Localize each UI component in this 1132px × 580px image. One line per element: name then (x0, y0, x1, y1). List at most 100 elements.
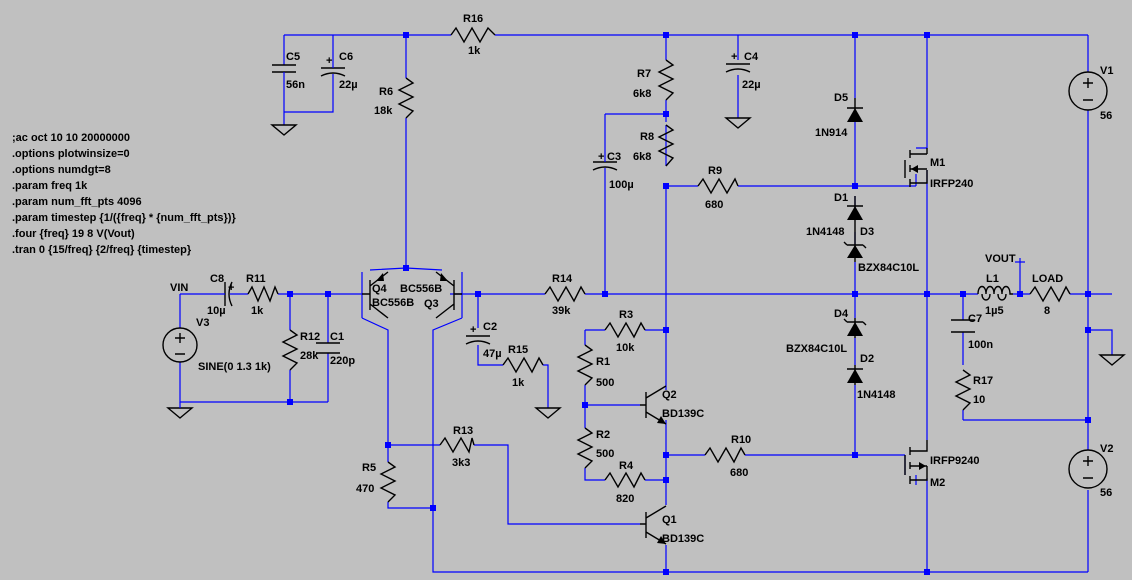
c7-name: C7 (968, 313, 982, 325)
directive-line: .options plotwinsize=0 (12, 148, 130, 160)
voltage-source-v3[interactable]: V3 SINE(0 1.3 1k) (162, 317, 271, 373)
r12-name: R12 (300, 331, 320, 343)
c2-value: 47µ (483, 348, 502, 360)
l1-name: L1 (986, 273, 999, 285)
resistor-r13[interactable]: R13 3k3 (439, 425, 475, 469)
directive-line: .param num_fft_pts 4096 (12, 196, 142, 208)
r13-value: 3k3 (452, 457, 470, 469)
r11-value: 1k (251, 305, 264, 317)
capacitor-c7[interactable]: C7 100n (951, 313, 993, 351)
directive-line: ;ac oct 10 10 20000000 (12, 132, 130, 144)
transistor-q4[interactable]: Q4 BC556B (362, 271, 414, 319)
resistor-r7[interactable]: R7 6k8 (633, 59, 675, 101)
resistor-r9[interactable]: R9 680 (697, 165, 739, 211)
r12-value: 28k (300, 350, 319, 362)
resistor-r14[interactable]: R14 39k (544, 273, 586, 317)
capacitor-c2[interactable]: + C2 47µ (465, 321, 502, 360)
resistor-r5[interactable]: R5 470 (356, 461, 397, 503)
resistor-r16[interactable]: R16 1k (450, 13, 496, 57)
v2-value: 56 (1100, 487, 1112, 499)
resistor-r12[interactable]: R12 28k (281, 329, 320, 371)
resistor-r3[interactable]: R3 10k (604, 309, 646, 354)
d5-name: D5 (834, 92, 848, 104)
voltage-source-v1[interactable]: V1 56 (1068, 65, 1113, 122)
q4-value: BC556B (372, 297, 414, 309)
diode-d1[interactable]: D1 (834, 192, 863, 232)
d5-value: 1N914 (815, 127, 848, 139)
resistor-r6[interactable]: R6 18k (374, 77, 415, 119)
mosfet-m2[interactable]: IRFP9240 M2 (904, 440, 980, 489)
wires (179, 34, 1113, 573)
c4-plus-sign: + (731, 51, 737, 63)
resistor-r1[interactable]: R1 500 (576, 344, 614, 389)
r15-name: R15 (508, 344, 528, 356)
m1-name: M1 (930, 157, 945, 169)
diode-d3[interactable]: 1N4148 D3 BZX84C10L (806, 226, 919, 274)
r1-name: R1 (596, 356, 610, 368)
voltage-source-v2[interactable]: V2 56 (1068, 443, 1113, 499)
ground-icon (534, 407, 562, 419)
mosfet-m1[interactable]: M1 IRFP240 (904, 148, 973, 190)
diode-d5[interactable]: D5 1N914 (815, 92, 863, 139)
r16-name: R16 (463, 13, 483, 25)
spice-directives: ;ac oct 10 10 20000000 .options plotwins… (12, 132, 236, 256)
capacitor-c6[interactable]: + C6 22µ (320, 51, 358, 91)
r14-name: R14 (552, 273, 573, 285)
capacitor-c4[interactable]: + C4 22µ (725, 51, 761, 91)
r5-name: R5 (362, 462, 376, 474)
resistor-r10[interactable]: R10 680 (704, 434, 751, 479)
capacitor-c3[interactable]: + C3 100µ (592, 151, 634, 191)
diode-d2[interactable]: D2 1N4148 (847, 353, 896, 401)
r17-name: R17 (973, 375, 993, 387)
r3-name: R3 (619, 309, 633, 321)
diode-d4[interactable]: D4 BZX84C10L (786, 308, 867, 355)
resistor-load[interactable]: LOAD 8 (1029, 273, 1071, 317)
v2-name: V2 (1100, 443, 1113, 455)
r3-value: 10k (616, 342, 635, 354)
r7-name: R7 (637, 68, 651, 80)
c3-name: C3 (607, 151, 621, 163)
c8-plus-sign: + (228, 282, 234, 294)
capacitor-c1[interactable]: C1 220p (316, 331, 355, 367)
r10-name: R10 (731, 434, 751, 446)
r16-value: 1k (468, 45, 481, 57)
transistor-q1[interactable]: Q1 BD139C (640, 505, 704, 545)
resistor-r11[interactable]: R11 1k (246, 273, 279, 317)
load-name: LOAD (1032, 273, 1063, 285)
capacitor-c5[interactable]: C5 56n (272, 51, 305, 91)
c4-value: 22µ (742, 79, 761, 91)
r8-value: 6k8 (633, 151, 651, 163)
c8-name: C8 (210, 273, 224, 285)
d4-value: BZX84C10L (786, 343, 847, 355)
v3-name: V3 (196, 317, 209, 329)
inductor-l1[interactable]: L1 1µ5 (977, 273, 1013, 317)
transistor-q3[interactable]: BC556B Q3 (400, 271, 462, 319)
resistor-r17[interactable]: R17 10 (954, 369, 993, 411)
r4-value: 820 (616, 493, 634, 505)
directive-line: .options numdgt=8 (12, 164, 111, 176)
resistor-r8[interactable]: R8 6k8 (633, 124, 675, 167)
ground-icon (1098, 354, 1126, 366)
q2-name: Q2 (662, 389, 677, 401)
ground-icon (270, 124, 298, 136)
capacitor-c8[interactable]: + C8 10µ (207, 273, 240, 317)
junctions (287, 32, 1091, 575)
d1-name: D1 (834, 192, 848, 204)
d2-name: D2 (860, 353, 874, 365)
c2-plus-sign: + (470, 324, 476, 336)
resistor-r15[interactable]: R15 1k (502, 344, 544, 389)
r4-name: R4 (619, 460, 634, 472)
c6-plus-sign: + (326, 55, 332, 67)
c3-value: 100µ (609, 179, 634, 191)
l1-value: 1µ5 (985, 305, 1004, 317)
directive-line: .param freq 1k (12, 180, 88, 192)
directive-line: .four {freq} 19 8 V(Vout) (12, 228, 135, 240)
r13-name: R13 (453, 425, 473, 437)
ground-icon (166, 402, 194, 419)
resistor-r4[interactable]: R4 820 (604, 460, 646, 505)
resistor-r2[interactable]: R2 500 (576, 427, 614, 469)
vout-label: VOUT (985, 253, 1016, 265)
v1-value: 56 (1100, 110, 1112, 122)
transistor-q2[interactable]: Q2 BD139C (640, 385, 704, 425)
directive-line: .tran 0 {15/freq} {2/freq} {timestep} (12, 244, 192, 256)
